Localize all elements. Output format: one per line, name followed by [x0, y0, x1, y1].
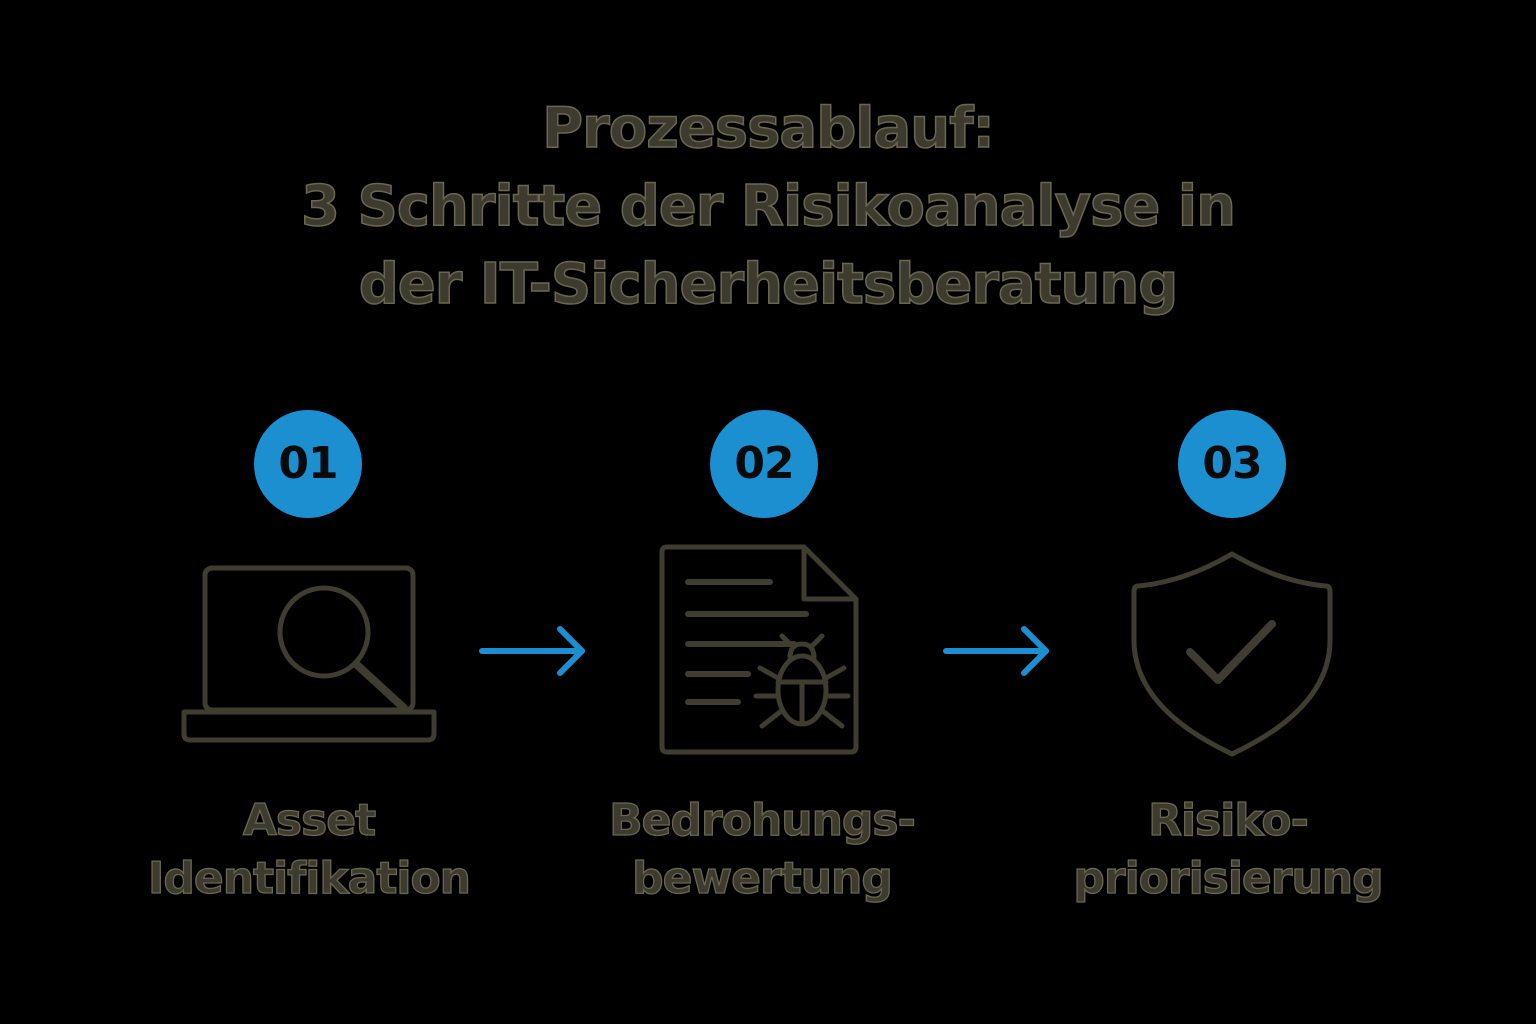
- diagram-title: Prozessablauf: 3 Schritte der Risikoanal…: [0, 90, 1536, 324]
- step-2-label: Bedrohungs- bewertung: [552, 792, 972, 908]
- step-3-number-badge: 03: [1178, 410, 1286, 518]
- step-3-label-line-1: Risiko-: [1147, 794, 1309, 846]
- step-1-label-line-1: Asset: [242, 794, 377, 846]
- title-line-3: der IT-Sicherheitsberatung: [358, 251, 1179, 318]
- title-line-1: Prozessablauf:: [541, 95, 995, 162]
- document-bug-icon: [659, 544, 859, 755]
- step-2-number-badge: 02: [710, 410, 818, 518]
- arrow-right-icon: [943, 626, 1049, 676]
- laptop-magnifier-icon: [181, 565, 437, 743]
- arrow-right-icon: [479, 626, 585, 676]
- title-line-2: 3 Schritte der Risikoanalyse in: [300, 173, 1236, 240]
- step-2-label-line-2: bewertung: [631, 852, 893, 904]
- step-3-label-line-2: priorisierung: [1073, 852, 1385, 904]
- step-2-label-line-1: Bedrohungs-: [608, 794, 916, 846]
- shield-check-icon: [1131, 551, 1333, 757]
- step-1-label: Asset Identifikation: [99, 792, 519, 908]
- step-1-label-line-2: Identifikation: [147, 852, 471, 904]
- step-1-number-badge: 01: [254, 410, 362, 518]
- step-3-label: Risiko- priorisierung: [1018, 792, 1438, 908]
